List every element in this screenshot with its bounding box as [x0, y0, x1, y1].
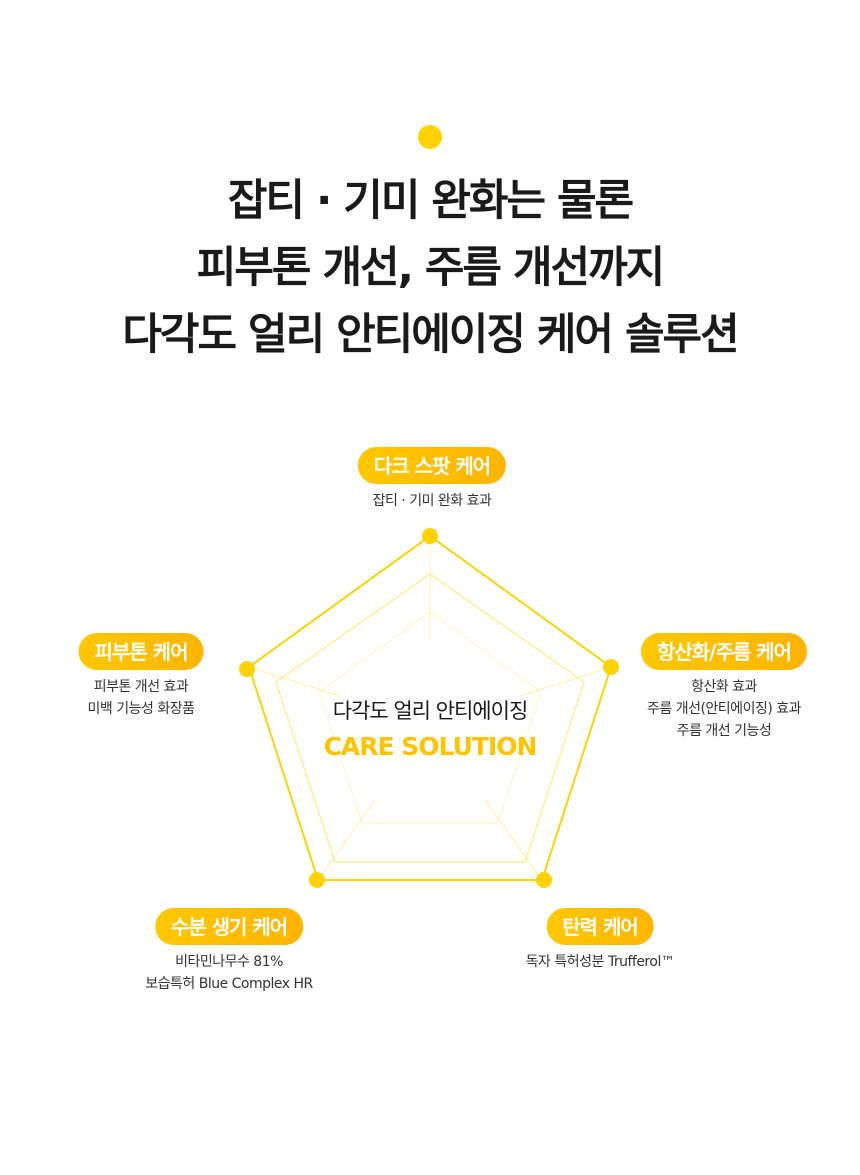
desc-line: 비타민나무수 81% — [175, 954, 283, 970]
pentagon-outer — [247, 534, 613, 881]
desc-line: 미백 기능성 화장품 — [87, 701, 195, 717]
pentagon-inner-1 — [275, 573, 585, 863]
headline: 잡티 · 기미 완화는 물론 피부톤 개선, 주름 개선까지 다각도 얼리 안티… — [0, 168, 860, 369]
desc-line: 주름 개선 기능성 — [676, 723, 772, 739]
center-subtitle: CARE SOLUTION — [323, 732, 538, 761]
accent-dot — [418, 125, 442, 149]
pentagon-inner-2 — [318, 611, 542, 824]
badge: 다크 스팟 케어 — [357, 447, 507, 484]
vertex-dot — [309, 872, 325, 888]
node-moisture: 수분 생기 케어 비타민나무수 81% 보습특허 Blue Complex HR — [145, 908, 313, 995]
vertex-dot — [239, 661, 255, 677]
vertex-dot — [536, 872, 552, 888]
node-elasticity: 탄력 케어 독자 특허성분 Trufferol™ — [526, 908, 675, 973]
desc-line: 보습특허 Blue Complex HR — [145, 976, 313, 992]
headline-line: 피부톤 개선, 주름 개선까지 — [196, 243, 665, 293]
node-dark-spot: 다크 스팟 케어 잡티 · 기미 완화 효과 — [357, 447, 507, 512]
vertex-dot — [422, 528, 438, 544]
headline-line: 다각도 얼리 안티에이징 케어 솔루션 — [122, 310, 739, 360]
node-antioxidant-wrinkle: 항산화/주름 케어 항산화 효과 주름 개선(안티에이징) 효과 주름 개선 기… — [640, 633, 808, 742]
desc-line: 주름 개선(안티에이징) 효과 — [646, 701, 802, 717]
badge: 수분 생기 케어 — [154, 908, 304, 945]
badge: 탄력 케어 — [546, 908, 654, 945]
desc-line: 피부톤 개선 효과 — [93, 679, 189, 695]
vertex-dot — [603, 659, 619, 675]
headline-line: 잡티 · 기미 완화는 물론 — [227, 176, 634, 226]
node-skin-tone: 피부톤 케어 피부톤 개선 효과 미백 기능성 화장품 — [78, 633, 204, 720]
badge: 피부톤 케어 — [78, 633, 204, 670]
badge: 항산화/주름 케어 — [640, 633, 808, 670]
desc-line: 잡티 · 기미 완화 효과 — [372, 493, 492, 509]
pentagon-spokes — [248, 536, 612, 881]
desc-line: 항산화 효과 — [691, 679, 757, 695]
desc-line: 독자 특허성분 Trufferol™ — [525, 954, 675, 970]
center-title: 다각도 얼리 안티에이징 — [332, 699, 529, 723]
